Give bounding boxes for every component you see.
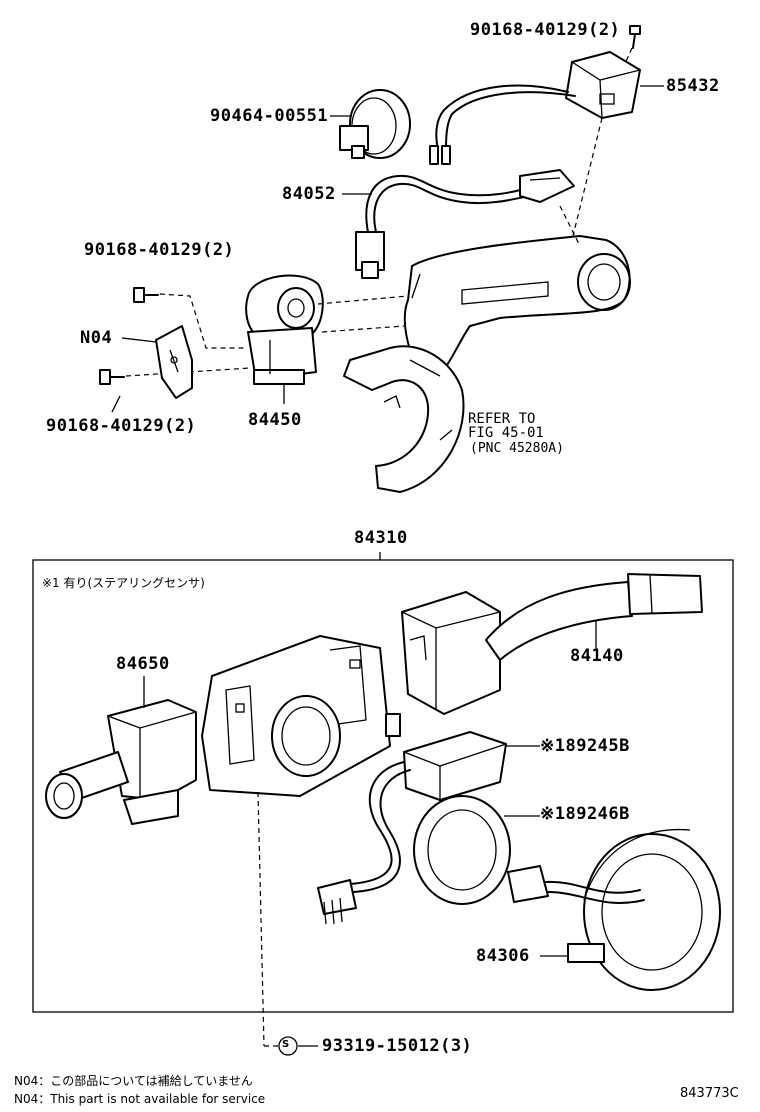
bracket-n04-drawing <box>155 325 193 399</box>
label-84310: 84310 <box>354 528 408 548</box>
part-85432-drawing <box>565 51 641 119</box>
column-cover-drawing <box>343 235 631 493</box>
bolt-low-drawing <box>99 369 125 385</box>
bolt-top-drawing <box>629 25 641 49</box>
bolt-mid-drawing <box>133 287 159 303</box>
refer-line-1: REFER TO <box>468 411 536 427</box>
refer-line-3: (PNC 45280A) <box>470 441 564 456</box>
box-note: ※1 有り(ステアリングセンサ) <box>42 576 205 590</box>
label-89245b: ※189245B <box>540 736 630 756</box>
label-85432: 85432 <box>666 76 720 96</box>
switch-84650-drawing <box>45 699 197 825</box>
label-84140: 84140 <box>570 646 624 666</box>
label-84306: 84306 <box>476 946 530 966</box>
switch-84140-drawing <box>401 573 703 715</box>
label-bolt-mid: 90168-40129(2) <box>84 240 235 260</box>
spiral-cable-84306-drawing <box>507 828 721 991</box>
harness-84052-drawing <box>355 169 575 279</box>
screw-symbol: S <box>282 1039 290 1050</box>
footnote-en: N04：This part is not available for servi… <box>14 1092 266 1106</box>
label-n04: N04 <box>80 328 113 348</box>
combination-switch-body-drawing <box>201 635 401 797</box>
label-bolt-low: 90168-40129(2) <box>46 416 197 436</box>
label-bolt-top: 90168-40129(2) <box>470 20 621 40</box>
footnote-jp: N04：この部品については補給していません <box>14 1074 253 1088</box>
refer-line-2: FIG 45-01 <box>468 425 544 441</box>
ring-89246b-drawing <box>413 795 511 905</box>
label-90464-00551: 90464-00551 <box>210 106 329 126</box>
screw-drawing <box>278 1036 298 1056</box>
label-89246b: ※189246B <box>540 804 630 824</box>
label-84650: 84650 <box>116 654 170 674</box>
figure-code: 843773C <box>680 1086 739 1101</box>
switch-84450-drawing <box>245 274 324 385</box>
clamp-90464-drawing <box>339 89 411 159</box>
assembly-84310-box <box>32 559 734 1013</box>
label-84450: 84450 <box>248 410 302 430</box>
sensor-89245b-drawing <box>317 731 507 925</box>
label-screw: 93319-15012(3) <box>322 1036 473 1056</box>
label-84052: 84052 <box>282 184 336 204</box>
